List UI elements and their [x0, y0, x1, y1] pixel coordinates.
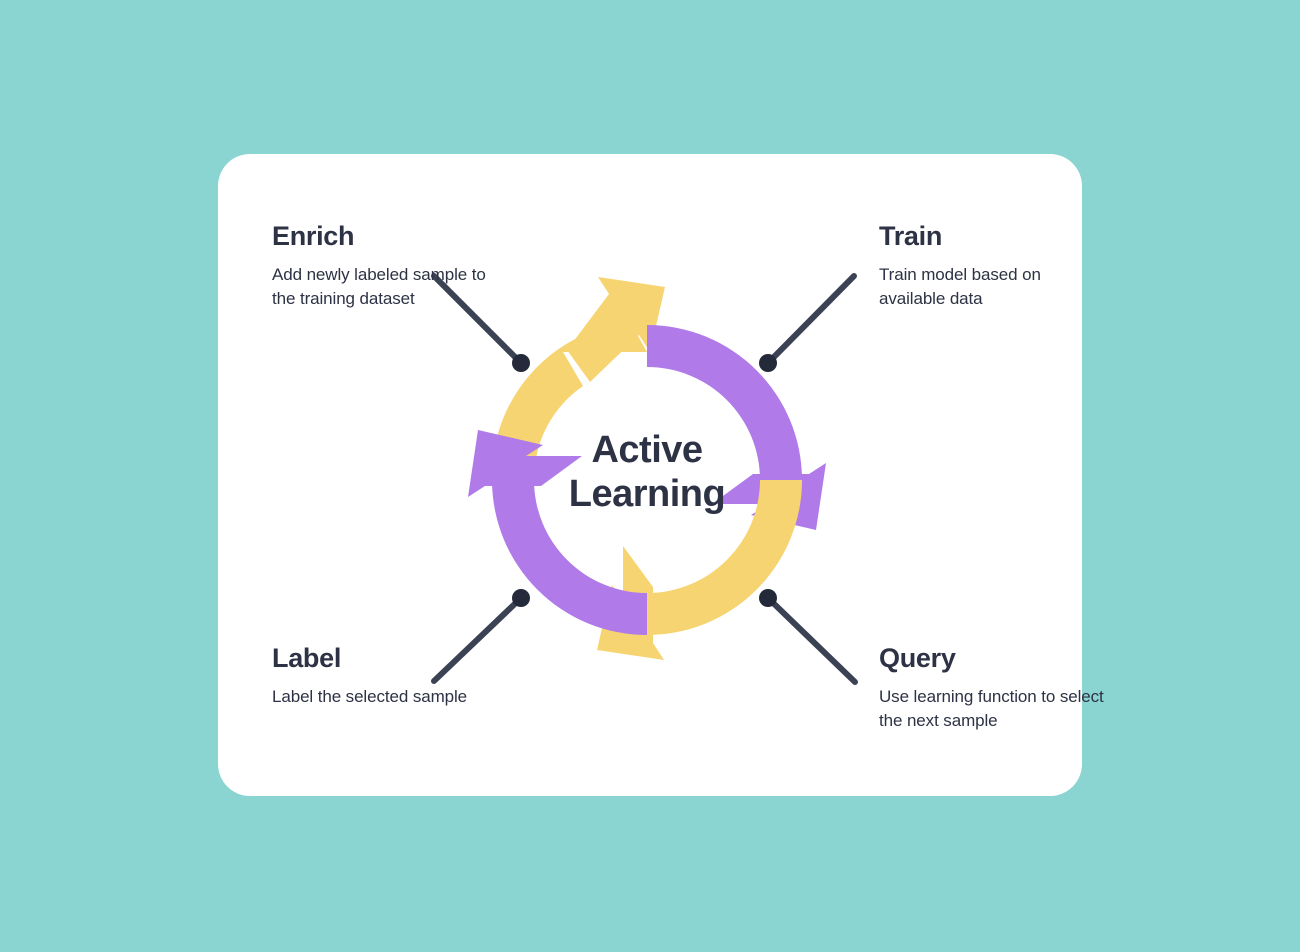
connector-train	[759, 273, 857, 372]
diagram-card	[218, 154, 1082, 796]
node-train-description: Train model based on available data	[879, 265, 1041, 309]
node-label-title: Label	[272, 643, 342, 673]
arrow-segment-train	[647, 325, 802, 480]
active-learning-cycle	[431, 273, 858, 685]
arrow-segment-query	[647, 480, 802, 635]
node-enrich-title: Enrich	[272, 221, 355, 251]
center-title-line1: Active	[591, 429, 703, 471]
node-label[interactable]: Label Label the selected sample	[272, 644, 502, 709]
connector-dot-query	[759, 589, 777, 607]
node-train-title: Train	[879, 221, 943, 251]
node-query-title: Query	[879, 643, 956, 673]
arrow-head-enrich	[567, 277, 665, 382]
connector-dot-train	[759, 354, 777, 372]
connector-query	[759, 589, 858, 685]
node-label-description: Label the selected sample	[272, 687, 468, 707]
connector-label	[431, 589, 530, 684]
center-title: Active Learning	[527, 428, 767, 516]
node-enrich[interactable]: Enrich Add newly labeled sample to the t…	[272, 222, 502, 312]
node-enrich-description: Add newly labeled sample to the training…	[272, 265, 486, 309]
connector-enrich	[431, 273, 530, 372]
node-query[interactable]: Query Use learning function to select th…	[879, 644, 1109, 734]
node-train[interactable]: Train Train model based on available dat…	[879, 222, 1109, 312]
connector-dot-label	[512, 589, 530, 607]
arrow-head-label	[468, 430, 582, 497]
center-title-line2: Learning	[568, 473, 726, 516]
arrow-segment-label	[492, 480, 647, 635]
node-query-description: Use learning function to select the next…	[879, 687, 1104, 731]
connector-dot-enrich	[512, 354, 530, 372]
